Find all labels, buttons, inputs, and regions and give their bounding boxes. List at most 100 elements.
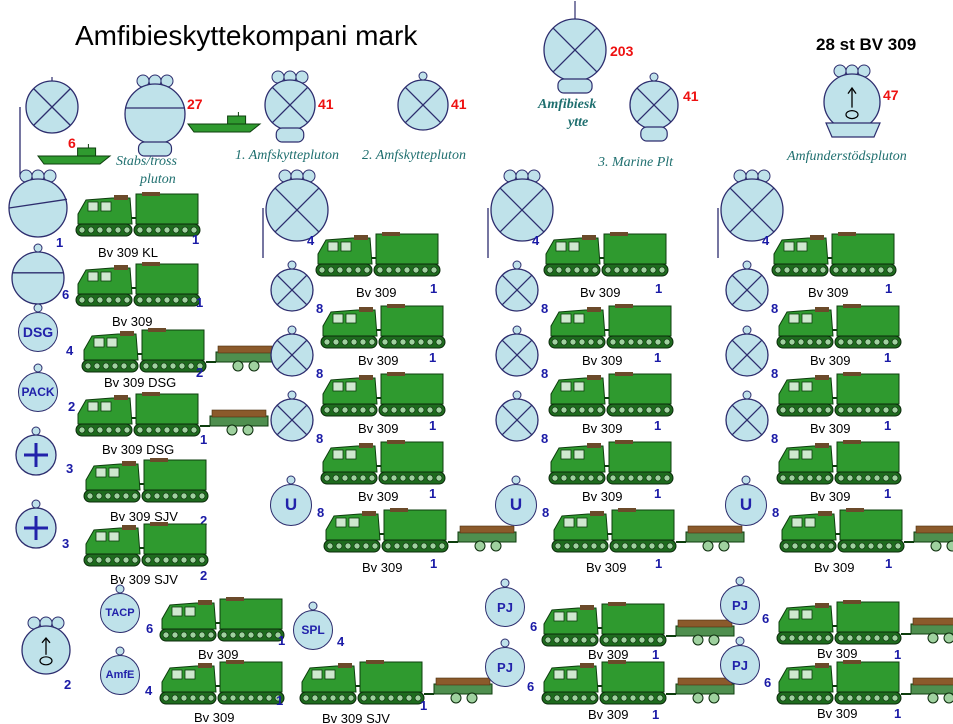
bottom-vehicle-label-1: Bv 309 <box>194 711 234 724</box>
platoon2-vehicle-label-4: Bv 309 <box>586 561 626 574</box>
bottom-count-spl: 4 <box>337 635 344 648</box>
platoon2-vehicle-icon-1 <box>545 304 680 352</box>
stabs-tross-symbol <box>121 80 189 162</box>
left-count-4: 3 <box>66 462 73 475</box>
spl-symbol: SPL <box>293 610 333 650</box>
company-stem-line <box>19 107 21 177</box>
label-stabs-line2: pluton <box>140 173 176 187</box>
pj-symbol-3-knob <box>735 576 745 586</box>
platoon1-vehicle-label-3: Bv 309 <box>358 490 398 503</box>
platoon1-u-symbol-knob <box>286 475 296 485</box>
platoon1-vehicle-count-4: 1 <box>430 557 437 570</box>
platoon3-vehicle-label-0: Bv 309 <box>808 286 848 299</box>
pj-symbol-4: PJ <box>720 645 760 685</box>
tacp-symbol-knob <box>115 584 125 594</box>
amfe-symbol-knob <box>115 646 125 656</box>
platoon3-u-symbol-label: U <box>740 495 752 515</box>
bottom-vehicle-label-4: Bv 309 <box>817 647 857 660</box>
platoon2-vehicle-count-3: 1 <box>654 487 661 500</box>
left-vehicle-count-0: 1 <box>192 233 199 246</box>
bv309-sjv-vehicle-icon <box>80 458 215 506</box>
left-vehicle-count-2: 2 <box>196 366 203 379</box>
platoon1-vehicle-count-0: 1 <box>430 282 437 295</box>
platoon3-section-symbol-2 <box>722 395 772 445</box>
platoon1-vehicle-icon-1 <box>317 304 452 352</box>
bottom-count-pj-1: 6 <box>530 620 537 633</box>
tacp-symbol-label: TACP <box>105 607 134 619</box>
left-vehicle-count-3: 1 <box>200 433 207 446</box>
platoon2-section-symbol-2 <box>492 395 542 445</box>
left-count-2: 4 <box>66 344 73 357</box>
platoon3-section-symbol-0 <box>722 265 772 315</box>
platoon3-group-stem <box>717 208 719 258</box>
boat-icon-2 <box>188 112 260 134</box>
platoon2-u-symbol-label: U <box>510 495 522 515</box>
platoon3-vehicle-label-2: Bv 309 <box>810 422 850 435</box>
left-vehicle-label-3: Bv 309 DSG <box>102 443 174 456</box>
label-stabs-line1: Stabs/tross <box>116 155 177 169</box>
platoon3-u-symbol: U <box>725 484 767 526</box>
pack-symbol-label: PACK <box>21 385 54 399</box>
bv309-pj-vehicle-icon-4 <box>773 660 953 708</box>
bottom-count-pj-4: 6 <box>764 676 771 689</box>
pj-symbol-1-label: PJ <box>497 600 513 615</box>
platoon1-vehicle-label-2: Bv 309 <box>358 422 398 435</box>
count-plt1: 41 <box>318 97 334 111</box>
platoon3-vehicle-icon-3 <box>773 440 908 488</box>
dsg-symbol-knob <box>33 303 43 313</box>
platoon2-vehicle-label-1: Bv 309 <box>582 354 622 367</box>
label-amfibieskytte-line1: Amfibiesk <box>538 98 596 112</box>
platoon2-vehicle-label-3: Bv 309 <box>582 490 622 503</box>
platoon2-vehicle-icon-2 <box>545 372 680 420</box>
tacp-symbol: TACP <box>100 593 140 633</box>
count-amfibieskytte: 203 <box>610 44 633 58</box>
platoon2-group-stem <box>487 208 489 258</box>
medical-symbol-1 <box>12 431 60 479</box>
spl-symbol-label: SPL <box>301 623 324 637</box>
page-title: Amfibieskyttekompani mark <box>75 22 417 50</box>
platoon1-vehicle-count-3: 1 <box>429 487 436 500</box>
pack-symbol-knob <box>33 363 43 373</box>
left-vehicle-count-1: 1 <box>196 296 203 309</box>
left-vehicle-label-1: Bv 309 <box>112 315 152 328</box>
count-support: 47 <box>883 88 899 102</box>
bottom-count-pj-2: 6 <box>527 680 534 693</box>
label-support: Amfunderstödspluton <box>787 150 907 164</box>
platoon2-vehicle-count-0: 1 <box>655 282 662 295</box>
left-vehicle-label-0: Bv 309 KL <box>98 246 158 259</box>
platoon1-group-stem <box>262 208 264 258</box>
platoon2-u-symbol-knob <box>511 475 521 485</box>
platoon1-vehicle-label-0: Bv 309 <box>356 286 396 299</box>
pj-symbol-2: PJ <box>485 647 525 687</box>
vehicle-count: 28 st BV 309 <box>816 36 916 53</box>
label-plt2: 2. Amfskyttepluton <box>362 149 466 163</box>
platoon2-vehicle-label-0: Bv 309 <box>580 286 620 299</box>
platoon3-vehicle-label-1: Bv 309 <box>810 354 850 367</box>
support-section-symbol <box>18 622 74 678</box>
platoon3-vehicle-icon-1 <box>773 304 908 352</box>
bottom-vehicle-label-4b: Bv 309 <box>817 707 857 720</box>
bottom-vehicle-count-4: 1 <box>652 708 659 721</box>
platoon1-vehicle-icon-2 <box>317 372 452 420</box>
label-plt1: 1. Amfskyttepluton <box>235 149 339 163</box>
bottom-count-amfe: 4 <box>145 684 152 697</box>
pj-symbol-2-knob <box>500 638 510 648</box>
platoon1-vehicle-count-1: 1 <box>429 351 436 364</box>
platoon3-vehicle-icon-4 <box>776 508 953 556</box>
platoon1-vehicle-icon-0 <box>312 232 447 280</box>
platoon3-symbol <box>626 77 682 147</box>
platoon2-vehicle-count-1: 1 <box>654 351 661 364</box>
platoon3-u-symbol-knob <box>741 475 751 485</box>
platoon2-vehicle-icon-3 <box>545 440 680 488</box>
platoon3-section-symbol-1 <box>722 330 772 380</box>
left-vehicle-label-2: Bv 309 DSG <box>104 376 176 389</box>
platoon1-section-symbol-2 <box>267 395 317 445</box>
platoon2-vehicle-label-2: Bv 309 <box>582 422 622 435</box>
bv309-vehicle-icon-left-1 <box>72 262 207 310</box>
bv309-tacp-vehicle-icon <box>156 597 291 645</box>
amfe-symbol-label: AmfE <box>106 669 135 681</box>
company-command-symbol <box>22 77 82 137</box>
platoon3-vehicle-count-2: 1 <box>884 419 891 432</box>
bottom-vehicle-label-3b: Bv 309 <box>588 708 628 721</box>
